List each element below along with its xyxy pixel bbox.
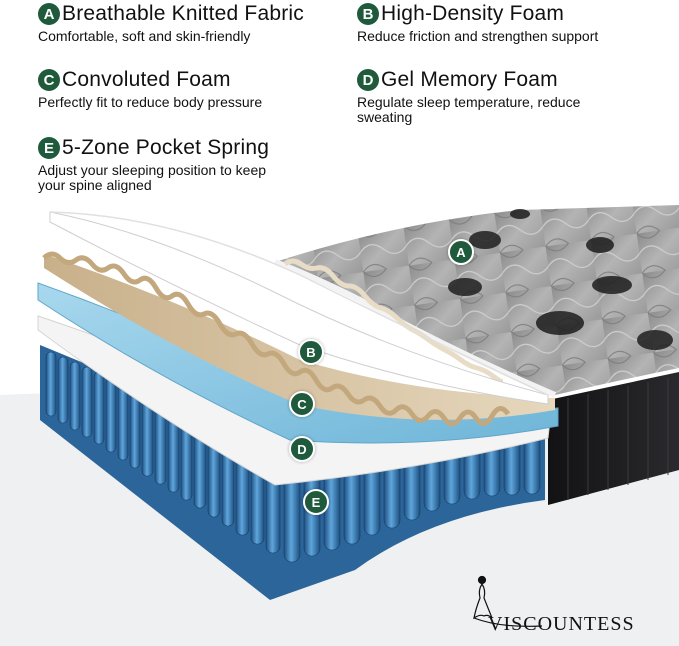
feature-title: Gel Memory Foam xyxy=(381,68,558,91)
mattress-layers-illustration xyxy=(0,205,679,646)
badge-a: A xyxy=(38,3,60,25)
feature-title: Convoluted Foam xyxy=(62,68,231,91)
brand-logo xyxy=(473,575,543,627)
fabric-wavy-trim xyxy=(283,258,504,385)
brand-name: VISCOUNTESS xyxy=(488,613,635,635)
lady-silhouette-icon xyxy=(473,575,543,627)
fabric-damask-motifs xyxy=(448,209,673,350)
feature-title: High-Density Foam xyxy=(381,2,565,25)
marker-a: A xyxy=(448,239,474,265)
feature-desc: Adjust your sleeping position to keep yo… xyxy=(38,162,267,193)
badge-d: D xyxy=(357,69,379,91)
feature-desc: Reduce friction and strengthen support xyxy=(357,28,599,44)
convoluted-wave-edge xyxy=(42,251,511,427)
high-density-foam-top xyxy=(49,211,549,396)
feature-title: 5-Zone Pocket Spring xyxy=(62,136,270,159)
feature-desc: Perfectly fit to reduce body pressure xyxy=(38,94,263,110)
marker-e: E xyxy=(303,489,329,515)
badge-c: C xyxy=(38,69,60,91)
badge-b: B xyxy=(357,3,379,25)
base-side xyxy=(548,372,679,505)
feature-desc: Regulate sleep temperature, reduce sweat… xyxy=(357,94,581,125)
badge-e: E xyxy=(38,137,60,159)
marker-b: B xyxy=(298,339,324,365)
fabric-top-layer xyxy=(275,205,679,395)
feature-title: Breathable Knitted Fabric xyxy=(62,2,304,25)
marker-c: C xyxy=(289,391,315,417)
convoluted-foam-layer xyxy=(44,254,555,420)
high-density-foam-layer xyxy=(49,211,549,405)
feature-desc: Comfortable, soft and skin-friendly xyxy=(38,28,251,44)
fabric-edge xyxy=(273,259,557,398)
marker-d: D xyxy=(289,436,315,462)
base-stitching xyxy=(567,378,669,500)
